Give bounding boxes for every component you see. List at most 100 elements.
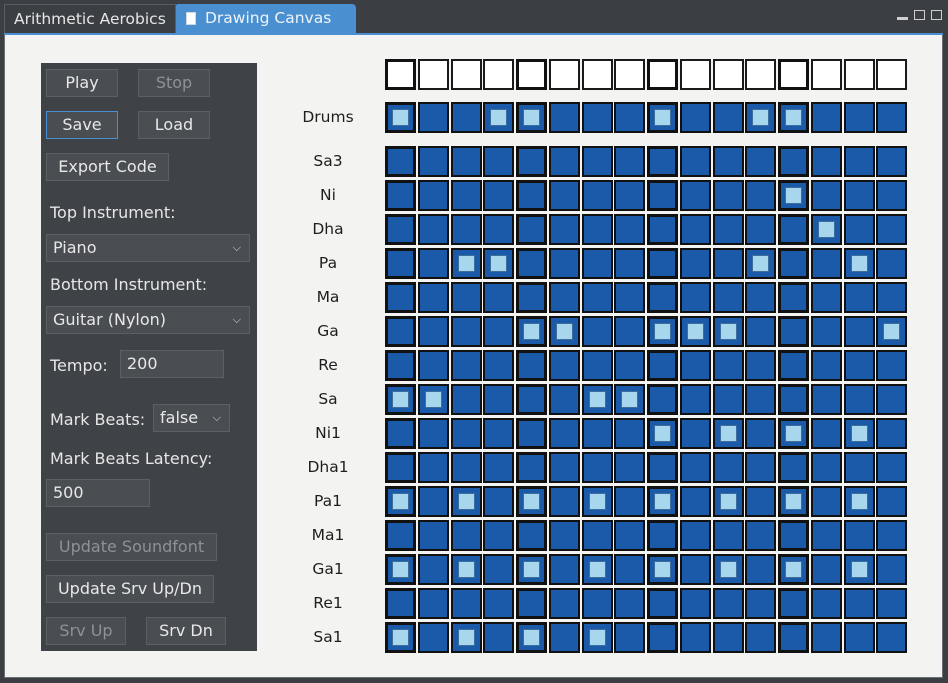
note-cell[interactable] [843,146,875,177]
note-cell[interactable] [778,622,809,653]
note-cell[interactable] [778,520,809,551]
note-cell[interactable] [483,554,515,585]
note-cell[interactable] [843,282,875,313]
note-cell[interactable] [483,588,515,619]
note-cell[interactable] [417,622,449,653]
note-cell[interactable] [712,350,744,381]
maximize-icon[interactable] [931,10,942,20]
note-cell[interactable] [712,102,744,133]
note-cell-active[interactable] [745,102,777,133]
note-cell[interactable] [581,282,613,313]
note-cell[interactable] [385,350,416,381]
note-cell[interactable] [516,350,547,381]
note-cell[interactable] [876,486,908,517]
note-cell[interactable] [876,102,908,133]
note-cell[interactable] [385,248,416,279]
note-cell[interactable] [548,486,580,517]
note-cell[interactable] [745,214,777,245]
note-cell-active[interactable] [778,418,809,449]
note-cell[interactable] [876,180,908,211]
note-cell[interactable] [712,520,744,551]
note-cell[interactable] [516,146,547,177]
note-cell[interactable] [876,214,908,245]
note-cell[interactable] [745,350,777,381]
note-cell[interactable] [385,418,416,449]
note-cell[interactable] [483,214,515,245]
note-cell[interactable] [417,588,449,619]
note-cell[interactable] [745,520,777,551]
note-cell[interactable] [876,384,908,415]
note-cell[interactable] [417,554,449,585]
note-cell[interactable] [745,418,777,449]
note-cell[interactable] [876,282,908,313]
note-cell[interactable] [679,350,711,381]
note-cell[interactable] [483,282,515,313]
note-cell[interactable] [385,214,416,245]
note-cell[interactable] [810,248,842,279]
tempo-input[interactable]: 200 [120,350,224,378]
note-cell[interactable] [516,452,547,483]
note-cell-active[interactable] [647,554,678,585]
note-cell[interactable] [745,452,777,483]
note-cell-active[interactable] [516,486,547,517]
note-cell[interactable] [417,520,449,551]
note-cell-active[interactable] [843,248,875,279]
note-cell-active[interactable] [450,622,482,653]
note-cell[interactable] [516,588,547,619]
note-cell-active[interactable] [581,622,613,653]
note-cell-active[interactable] [778,180,809,211]
note-cell[interactable] [548,384,580,415]
note-cell-active[interactable] [483,248,515,279]
note-cell[interactable] [581,418,613,449]
note-cell[interactable] [712,384,744,415]
note-cell[interactable] [843,180,875,211]
note-cell[interactable] [614,350,646,381]
note-cell[interactable] [516,248,547,279]
note-cell[interactable] [483,180,515,211]
note-cell[interactable] [614,452,646,483]
tab-arithmetic-aerobics[interactable]: Arithmetic Aerobics [4,4,176,33]
note-cell[interactable] [417,418,449,449]
note-cell-active[interactable] [778,102,809,133]
note-cell-active[interactable] [385,486,416,517]
note-cell[interactable] [483,316,515,347]
note-cell[interactable] [778,384,809,415]
note-cell[interactable] [647,248,678,279]
note-cell[interactable] [810,102,842,133]
note-cell[interactable] [679,102,711,133]
note-cell[interactable] [483,452,515,483]
note-cell[interactable] [745,554,777,585]
note-cell-active[interactable] [417,384,449,415]
note-cell[interactable] [548,146,580,177]
note-cell[interactable] [712,588,744,619]
note-cell[interactable] [647,214,678,245]
note-cell[interactable] [483,350,515,381]
note-cell-active[interactable] [712,316,744,347]
srv-dn-button[interactable]: Srv Dn [146,617,226,645]
note-cell[interactable] [581,452,613,483]
srv-up-button[interactable]: Srv Up [46,617,126,645]
note-cell-active[interactable] [876,316,908,347]
note-cell[interactable] [712,282,744,313]
note-cell[interactable] [417,350,449,381]
note-cell[interactable] [614,520,646,551]
note-cell[interactable] [417,282,449,313]
note-cell[interactable] [516,214,547,245]
note-cell[interactable] [810,350,842,381]
note-cell-active[interactable] [745,248,777,279]
note-cell[interactable] [778,588,809,619]
note-cell-active[interactable] [450,554,482,585]
note-cell[interactable] [385,146,416,177]
note-cell[interactable] [810,554,842,585]
note-cell-active[interactable] [548,316,580,347]
note-cell[interactable] [712,146,744,177]
note-cell[interactable] [712,180,744,211]
note-cell[interactable] [843,452,875,483]
note-cell[interactable] [745,282,777,313]
note-cell[interactable] [516,384,547,415]
note-cell[interactable] [679,282,711,313]
note-cell[interactable] [581,588,613,619]
note-cell[interactable] [843,102,875,133]
note-cell[interactable] [778,214,809,245]
note-cell[interactable] [712,214,744,245]
